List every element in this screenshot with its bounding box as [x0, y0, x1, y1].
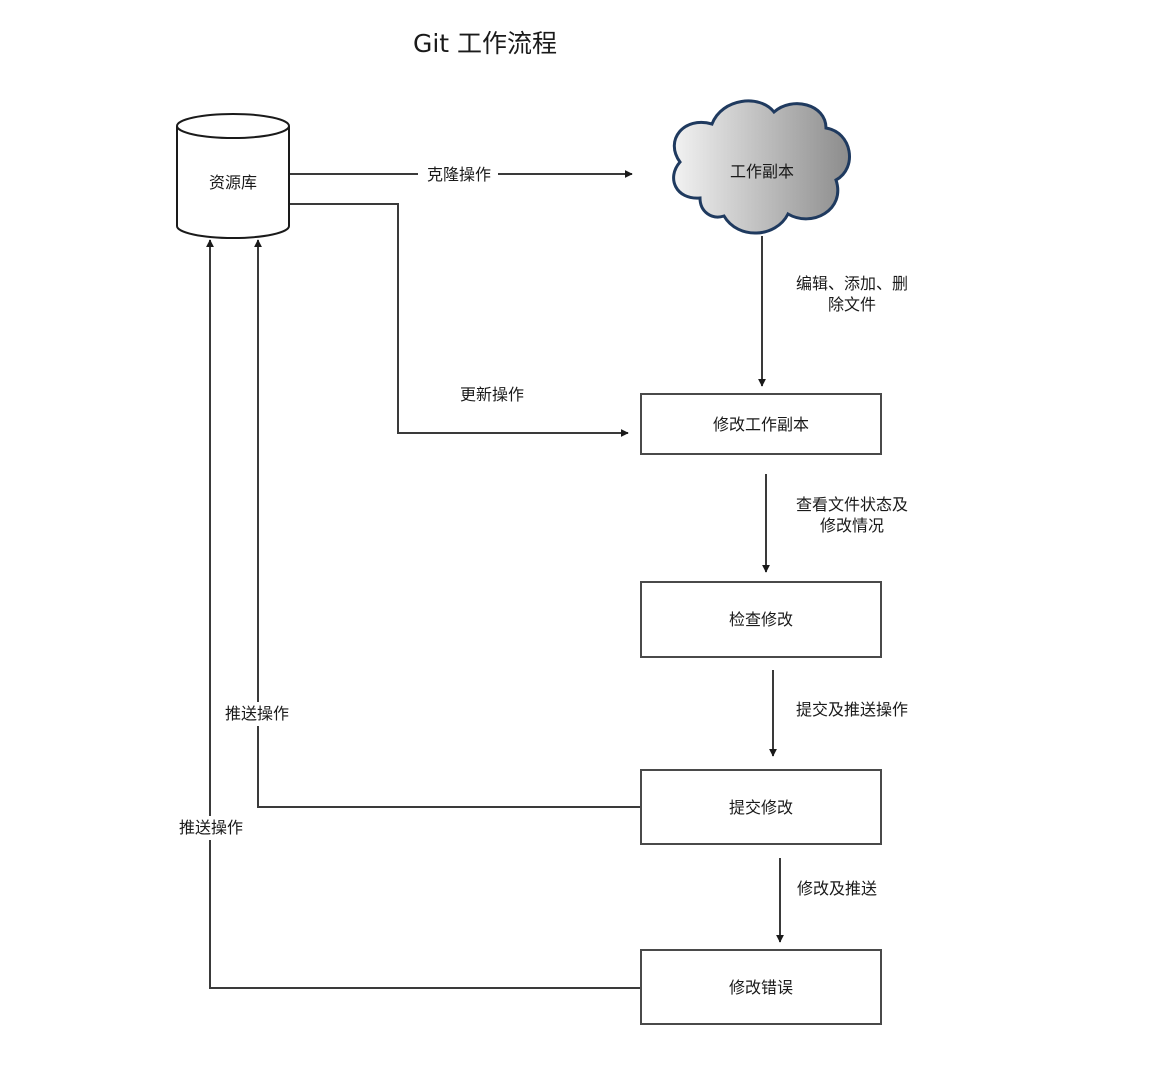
- edge-edit-label-line1: 编辑、添加、删: [796, 274, 908, 293]
- fix-errors-label: 修改错误: [729, 978, 793, 997]
- working-copy-label: 工作副本: [730, 162, 794, 181]
- edge-status-label-line1: 查看文件状态及: [796, 495, 908, 514]
- edge-update: [290, 203, 629, 437]
- review-changes-label: 检查修改: [729, 610, 793, 629]
- edge-status-label-line2: 修改情况: [820, 516, 884, 535]
- edge-push-from-fix-label-bg: [172, 816, 250, 840]
- edge-push-from-commit: [254, 239, 641, 808]
- commit-changes-box: [640, 769, 882, 845]
- modify-working-copy-label: 修改工作副本: [713, 415, 809, 434]
- node-repository: 资源库: [176, 113, 290, 239]
- node-modify-working-copy: 修改工作副本: [640, 393, 882, 455]
- edge-update-label: 更新操作: [460, 385, 524, 404]
- fix-errors-box: [640, 949, 882, 1025]
- cloud-shape: [672, 99, 851, 235]
- repository-cylinder-top: [176, 113, 290, 139]
- edge-clone-label-bg: [418, 162, 498, 186]
- commit-changes-label: 提交修改: [729, 798, 793, 817]
- edge-amend-push-label: 修改及推送: [797, 879, 877, 898]
- node-working-copy: 工作副本: [672, 99, 851, 235]
- edge-push-from-fix: [206, 239, 641, 989]
- edge-push-from-fix-label: 推送操作: [179, 818, 243, 837]
- diagram-title: Git 工作流程: [413, 29, 557, 58]
- review-changes-box: [640, 581, 882, 658]
- edge-push-from-commit-label: 推送操作: [225, 704, 289, 723]
- repository-cylinder-body: [176, 126, 290, 239]
- node-review-changes: 检查修改: [640, 581, 882, 658]
- node-commit-changes: 提交修改: [640, 769, 882, 845]
- edge-push-from-commit-label-bg: [218, 702, 296, 726]
- node-fix-errors: 修改错误: [640, 949, 882, 1025]
- modify-working-copy-box: [640, 393, 882, 455]
- repository-label: 资源库: [209, 173, 257, 192]
- edge-edit-label-line2: 除文件: [828, 295, 876, 314]
- edge-commit-push-label: 提交及推送操作: [796, 700, 908, 719]
- edge-clone-label: 克隆操作: [427, 165, 491, 184]
